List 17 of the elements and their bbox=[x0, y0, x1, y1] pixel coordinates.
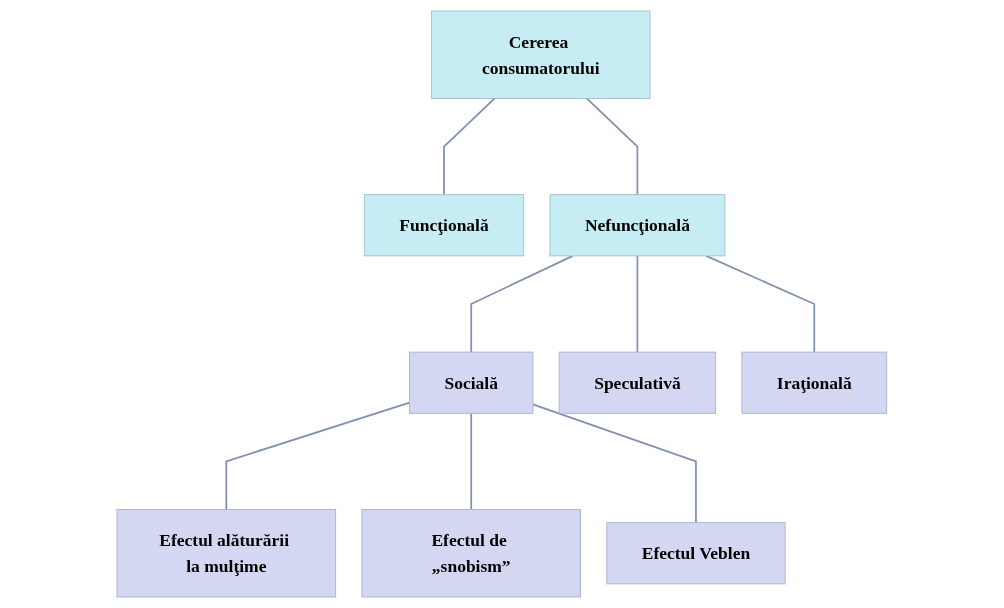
node-box: Iraţională bbox=[741, 351, 888, 414]
node-box: Efectul alăturării la mulţime bbox=[116, 509, 337, 598]
connector bbox=[443, 97, 496, 196]
connector bbox=[586, 97, 639, 196]
node-box: Efectul Veblen bbox=[606, 522, 786, 585]
node-box: Nefuncţională bbox=[549, 194, 726, 257]
node-box: Socială bbox=[409, 351, 534, 414]
connector bbox=[470, 412, 473, 511]
connector bbox=[470, 255, 574, 353]
connector bbox=[705, 255, 816, 353]
connector bbox=[636, 255, 639, 353]
connector bbox=[225, 401, 411, 511]
node-box: Funcţională bbox=[364, 194, 525, 257]
node-box: Efectul de „snobism” bbox=[361, 509, 582, 598]
node-box: Cererea consumatorului bbox=[431, 10, 651, 99]
connector bbox=[532, 403, 697, 524]
node-box: Speculativă bbox=[558, 351, 717, 414]
